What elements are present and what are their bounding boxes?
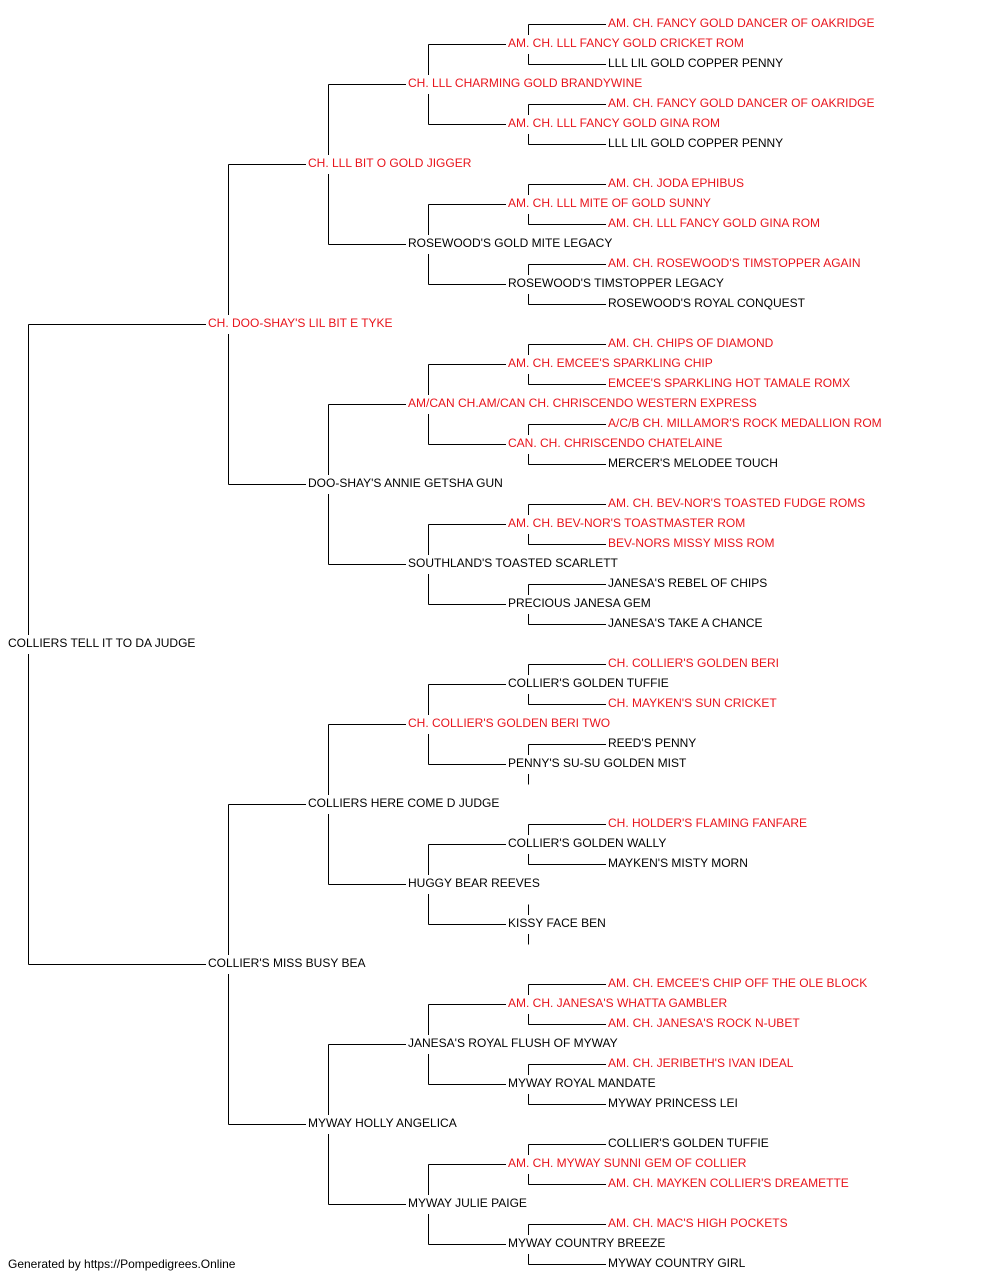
pedigree-name-gen5: JANESA'S TAKE A CHANCE [608,616,763,630]
pedigree-name-gen0: COLLIERS TELL IT TO DA JUDGE [8,636,195,650]
pedigree-name-gen2: COLLIERS HERE COME D JUDGE [308,796,499,810]
pedigree-name-gen5: AM. CH. ROSEWOOD'S TIMSTOPPER AGAIN [608,256,861,270]
pedigree-name-gen4: KISSY FACE BEN [508,916,606,930]
pedigree-name-gen4: AM. CH. LLL FANCY GOLD CRICKET ROM [508,36,744,50]
pedigree-name-gen5: MERCER'S MELODEE TOUCH [608,456,778,470]
pedigree-name-gen5: AM. CH. LLL FANCY GOLD GINA ROM [608,216,820,230]
pedigree-name-gen3: AM/CAN CH.AM/CAN CH. CHRISCENDO WESTERN … [408,396,757,410]
pedigree-name-gen3: MYWAY JULIE PAIGE [408,1196,527,1210]
pedigree-name-gen5: EMCEE'S SPARKLING HOT TAMALE ROMX [608,376,850,390]
pedigree-name-gen1: COLLIER'S MISS BUSY BEA [208,956,365,970]
pedigree-name-gen5: BEV-NORS MISSY MISS ROM [608,536,774,550]
pedigree-name-gen4: COLLIER'S GOLDEN WALLY [508,836,666,850]
pedigree-name-gen4: COLLIER'S GOLDEN TUFFIE [508,676,669,690]
pedigree-name-gen4: AM. CH. LLL MITE OF GOLD SUNNY [508,196,711,210]
pedigree-name-gen3: HUGGY BEAR REEVES [408,876,540,890]
pedigree-name-gen5: AM. CH. EMCEE'S CHIP OFF THE OLE BLOCK [608,976,867,990]
pedigree-name-gen5: AM. CH. CHIPS OF DIAMOND [608,336,774,350]
pedigree-name-gen3: JANESA'S ROYAL FLUSH OF MYWAY [408,1036,618,1050]
pedigree-name-gen4: AM. CH. JANESA'S WHATTA GAMBLER [508,996,728,1010]
pedigree-name-gen4: AM. CH. LLL FANCY GOLD GINA ROM [508,116,720,130]
pedigree-name-gen5: CH. MAYKEN'S SUN CRICKET [608,696,777,710]
pedigree-name-gen2: DOO-SHAY'S ANNIE GETSHA GUN [308,476,503,490]
pedigree-name-gen3: CH. COLLIER'S GOLDEN BERI TWO [408,716,610,730]
pedigree-name-gen5: AM. CH. FANCY GOLD DANCER OF OAKRIDGE [608,16,874,30]
pedigree-name-gen4: PENNY'S SU-SU GOLDEN MIST [508,756,687,770]
pedigree-name-gen5: AM. CH. BEV-NOR'S TOASTED FUDGE ROMS [608,496,865,510]
pedigree-name-gen5: AM. CH. JODA EPHIBUS [608,176,744,190]
pedigree-name-gen4: AM. CH. MYWAY SUNNI GEM OF COLLIER [508,1156,747,1170]
pedigree-name-gen5: AM. CH. FANCY GOLD DANCER OF OAKRIDGE [608,96,874,110]
pedigree-name-gen5: COLLIER'S GOLDEN TUFFIE [608,1136,769,1150]
pedigree-name-gen5: JANESA'S REBEL OF CHIPS [608,576,767,590]
pedigree-name-gen4: ROSEWOOD'S TIMSTOPPER LEGACY [508,276,724,290]
pedigree-name-gen5: AM. CH. MAYKEN COLLIER'S DREAMETTE [608,1176,849,1190]
pedigree-name-gen2: MYWAY HOLLY ANGELICA [308,1116,457,1130]
pedigree-name-gen5: MAYKEN'S MISTY MORN [608,856,748,870]
pedigree-name-gen5: REED'S PENNY [608,736,696,750]
pedigree-name-gen3: ROSEWOOD'S GOLD MITE LEGACY [408,236,612,250]
pedigree-names: COLLIERS TELL IT TO DA JUDGE CH. DOO-SHAY… [8,16,882,1270]
pedigree-name-gen5: AM. CH. JERIBETH'S IVAN IDEAL [608,1056,794,1070]
pedigree-name-gen5: MYWAY PRINCESS LEI [608,1096,738,1110]
pedigree-name-gen5: CH. HOLDER'S FLAMING FANFARE [608,816,807,830]
pedigree-links [28,24,606,1265]
pedigree-name-gen4: AM. CH. BEV-NOR'S TOASTMASTER ROM [508,516,745,530]
pedigree-name-gen4: CAN. CH. CHRISCENDO CHATELAINE [508,436,722,450]
pedigree-name-gen5: CH. COLLIER'S GOLDEN BERI [608,656,779,670]
generated-by-footer: Generated by https://Pompedigrees.Online [8,1257,236,1271]
pedigree-name-gen4: MYWAY ROYAL MANDATE [508,1076,656,1090]
pedigree-name-gen5: AM. CH. JANESA'S ROCK N-UBET [608,1016,800,1030]
pedigree-name-gen1: CH. DOO-SHAY'S LIL BIT E TYKE [208,316,393,330]
pedigree-name-gen5: LLL LIL GOLD COPPER PENNY [608,56,783,70]
pedigree-name-gen4: AM. CH. EMCEE'S SPARKLING CHIP [508,356,713,370]
pedigree-name-gen5: A/C/B CH. MILLAMOR'S ROCK MEDALLION ROM [608,416,882,430]
pedigree-name-gen5: ROSEWOOD'S ROYAL CONQUEST [608,296,806,310]
pedigree-name-gen3: SOUTHLAND'S TOASTED SCARLETT [408,556,619,570]
pedigree-name-gen5: AM. CH. MAC'S HIGH POCKETS [608,1216,788,1230]
pedigree-name-gen5: LLL LIL GOLD COPPER PENNY [608,136,783,150]
pedigree-name-gen2: CH. LLL BIT O GOLD JIGGER [308,156,472,170]
pedigree-name-gen3: CH. LLL CHARMING GOLD BRANDYWINE [408,76,642,90]
pedigree-name-gen5: MYWAY COUNTRY GIRL [608,1256,746,1270]
pedigree-name-gen4: PRECIOUS JANESA GEM [508,596,651,610]
pedigree-name-gen4: MYWAY COUNTRY BREEZE [508,1236,665,1250]
